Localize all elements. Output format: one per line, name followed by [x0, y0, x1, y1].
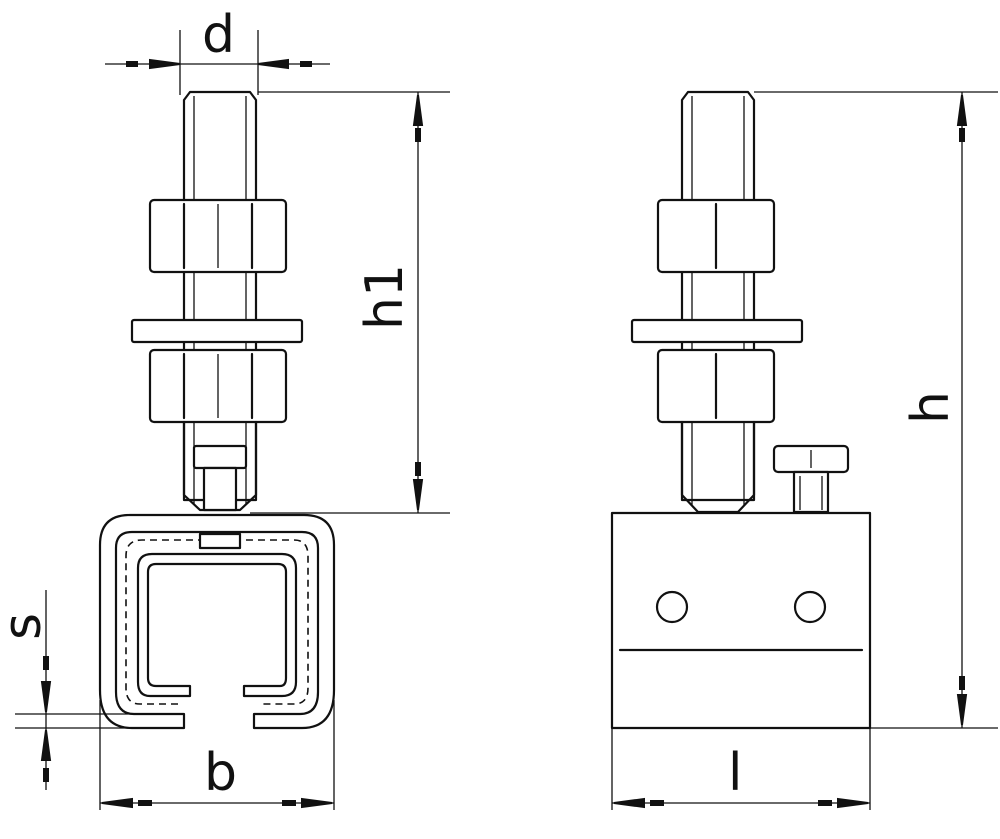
dimension-s: s: [0, 590, 184, 790]
washer-left: [130, 318, 304, 344]
upper-hex-nut-left: [148, 198, 288, 274]
label-h1: h1: [355, 264, 415, 330]
dimension-b: b: [99, 700, 335, 810]
rod-tip-right: [680, 420, 756, 514]
threaded-rod-left: [182, 90, 258, 505]
rod-tip-left: [182, 420, 258, 512]
label-b: b: [204, 743, 237, 803]
upper-hex-nut-right: [656, 198, 776, 274]
clamp-bolt: [772, 444, 850, 514]
label-l: l: [728, 743, 742, 803]
dimension-d: d: [105, 5, 330, 95]
dimension-h1: h1: [250, 91, 450, 514]
label-s: s: [0, 613, 53, 640]
lower-hex-nut-right: [656, 348, 776, 424]
label-d: d: [202, 5, 235, 65]
bolt-hole-right: [793, 590, 827, 624]
bolt-hole-left: [655, 590, 689, 624]
front-view: d h1 s: [0, 5, 450, 810]
lower-hex-nut-left: [148, 348, 288, 424]
threaded-rod-right: [680, 90, 756, 505]
side-view: h l: [610, 90, 998, 810]
washer-right: [630, 318, 804, 344]
dimension-h: h: [754, 91, 998, 729]
label-h: h: [901, 391, 961, 424]
trolley-body: [610, 511, 872, 730]
dimension-l: l: [611, 728, 871, 810]
c-profile-rail: [98, 513, 336, 730]
